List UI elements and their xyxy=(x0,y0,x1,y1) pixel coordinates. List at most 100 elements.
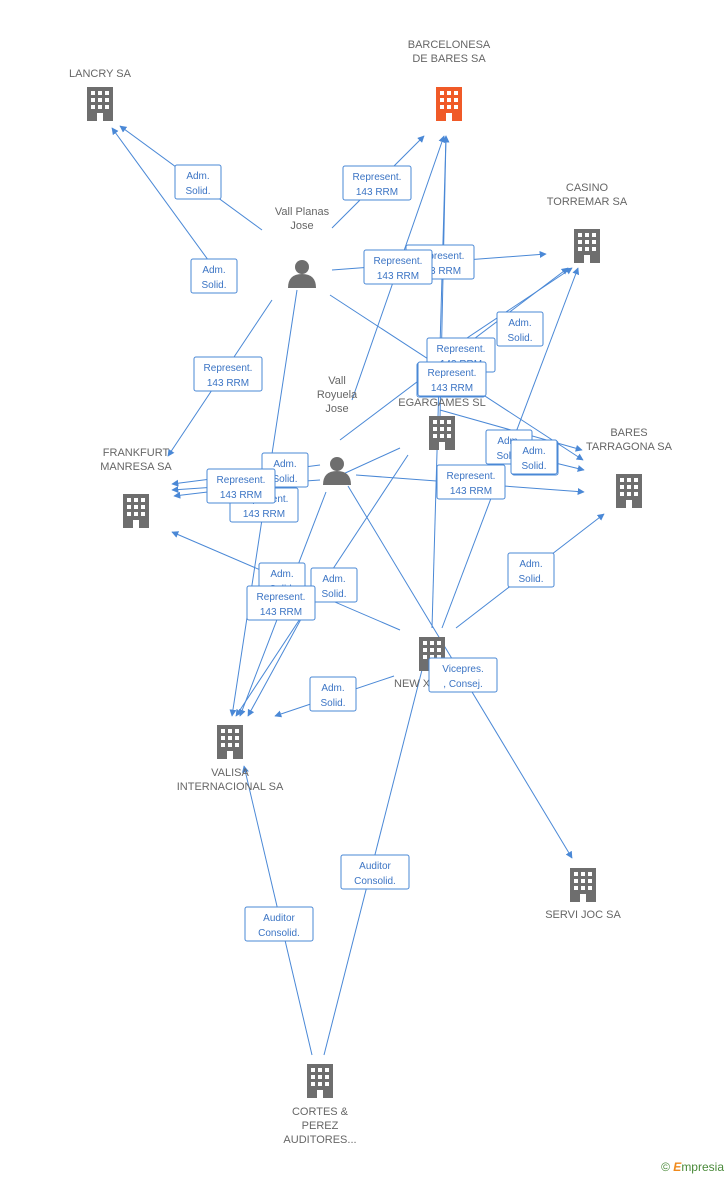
building-icon xyxy=(123,494,149,528)
edge-label-box xyxy=(246,585,316,621)
node-egargames[interactable]: EGARGAMES SL xyxy=(398,397,486,450)
node-label: Vall Planas xyxy=(275,206,330,218)
edge-label-e2[interactable]: Adm.Solid. xyxy=(190,258,238,294)
edge-label-text: 143 RRM xyxy=(243,509,285,520)
edge-label-e13[interactable]: Represent.143 RRM xyxy=(206,468,276,504)
edge-label-text: Solid. xyxy=(496,451,521,462)
edge-label-text: Adm. xyxy=(322,574,345,585)
edge-label-box xyxy=(417,361,487,397)
edge-label-text: Solid. xyxy=(320,698,345,709)
node-lancry[interactable]: LANCRY SA xyxy=(69,68,132,121)
node-label: INTERNACIONAL SA xyxy=(177,781,284,793)
node-label: SERVI JOC SA xyxy=(545,909,621,921)
node-cortes[interactable]: CORTES &PEREZAUDITORES... xyxy=(283,1064,357,1146)
edge-label-text: 143 RRM xyxy=(220,490,262,501)
edge-label-text: Adm. xyxy=(270,569,293,580)
edge-label-text: Vicepres. xyxy=(442,664,484,675)
edge-label-e1[interactable]: Adm.Solid. xyxy=(174,164,222,200)
edge-label-x5[interactable]: Represent.143 RRM xyxy=(417,361,487,397)
node-label: AUDITORES... xyxy=(283,1134,356,1146)
node-label: PEREZ xyxy=(302,1120,339,1132)
edge-label-box xyxy=(428,657,498,693)
building-icon xyxy=(307,1064,333,1098)
edge-label-text: 143 RRM xyxy=(450,486,492,497)
node-label: Royuela xyxy=(317,389,358,401)
node-label: TARRAGONA SA xyxy=(586,441,673,453)
edge-label-e10[interactable]: Represent. 143 RRM xyxy=(436,464,506,500)
node-label: NEW X xyxy=(394,678,431,690)
brand-initial: E xyxy=(673,1160,682,1174)
node-valisa[interactable]: VALISA INTERNACIONAL SA xyxy=(177,725,284,793)
edge-label-text: Consolid. xyxy=(354,876,396,887)
edge-label-text: Adm. xyxy=(273,459,296,470)
edge-label-text: Solid. xyxy=(272,474,297,485)
building-icon xyxy=(87,87,113,121)
edge-label-box xyxy=(510,439,558,475)
node-label: VALISA xyxy=(211,767,249,779)
edge-label-e7[interactable]: Represent.143 RRM xyxy=(363,249,433,285)
edge-label-box xyxy=(507,552,555,588)
edge-label-box xyxy=(244,906,314,942)
edge-label-x4[interactable]: Represent.143 RRM xyxy=(246,585,316,621)
edge-label-text: 143 RRM xyxy=(260,607,302,618)
edge-label-box xyxy=(436,464,506,500)
building-icon xyxy=(217,725,243,759)
edge-label-box xyxy=(342,165,412,201)
node-label: LANCRY SA xyxy=(69,68,132,80)
node-casino[interactable]: CASINO TORREMAR SA xyxy=(547,182,628,263)
edge-label-text: 143 RRM xyxy=(431,383,473,394)
node-label: TORREMAR SA xyxy=(547,196,628,208)
edge-label-e21[interactable]: Vicepres., Consej. xyxy=(428,657,498,693)
edge-label-e8[interactable]: Adm.Solid. xyxy=(496,311,544,347)
node-label: EGARGAMES SL xyxy=(398,397,485,409)
node-label: CASINO xyxy=(566,182,609,194)
edge-label-text: Represent. xyxy=(204,363,253,374)
edge-label-box xyxy=(174,164,222,200)
node-label: Jose xyxy=(290,220,313,232)
edge-label-text: Adm. xyxy=(522,446,545,457)
edge-label-text: 143 RRM xyxy=(356,187,398,198)
edge-label-e5[interactable]: Represent. 143 RRM xyxy=(193,356,263,392)
edge-label-box xyxy=(363,249,433,285)
node-label: Vall xyxy=(328,375,346,387)
edge-label-e19[interactable]: Adm. Solid. xyxy=(507,552,555,588)
node-servijoc[interactable]: SERVI JOC SA xyxy=(545,868,621,921)
node-label: BARCELONESA xyxy=(408,39,491,51)
edge-label-text: Solid. xyxy=(185,186,210,197)
edge-label-text: 143 RRM xyxy=(419,266,461,277)
copyright-icon: © xyxy=(661,1160,670,1174)
node-label: FRANKFURT xyxy=(103,447,170,459)
edge-label-text: Adm. xyxy=(519,559,542,570)
edge-label-e3[interactable]: Represent. 143 RRM xyxy=(342,165,412,201)
node-newx[interactable]: NEW X xyxy=(394,637,445,690)
edge-label-e14[interactable]: Adm.Solid. xyxy=(310,567,358,603)
building-icon xyxy=(429,416,455,450)
edge-label-text: Represent. xyxy=(447,471,496,482)
edge-label-text: Represent. xyxy=(353,172,402,183)
edge-label-box xyxy=(309,676,357,712)
edges-layer xyxy=(111,125,605,1056)
edge-label-text: Adm. xyxy=(202,265,225,276)
edge-label-text: Represent. xyxy=(437,344,486,355)
edge-label-text: Represent. xyxy=(374,256,423,267)
edge-label-x6[interactable]: Adm. Solid. xyxy=(510,439,558,475)
edge-label-text: Represent. xyxy=(416,251,465,262)
edge-label-text: Adm. xyxy=(497,436,520,447)
edge-labels-layer: Adm.Solid.Adm.Solid.Represent.143 RRMRep… xyxy=(174,164,559,942)
brand-name: mpresia xyxy=(681,1160,724,1174)
edge-label-box xyxy=(206,468,276,504)
edge-label-text: Solid. xyxy=(521,461,546,472)
edge-label-e20[interactable]: Adm. Solid. xyxy=(309,676,357,712)
edge-label-text: Solid. xyxy=(518,574,543,585)
edge-label-text: Adm. xyxy=(321,683,344,694)
edge-label-box xyxy=(496,311,544,347)
edge-label-text: 143 RRM xyxy=(207,378,249,389)
